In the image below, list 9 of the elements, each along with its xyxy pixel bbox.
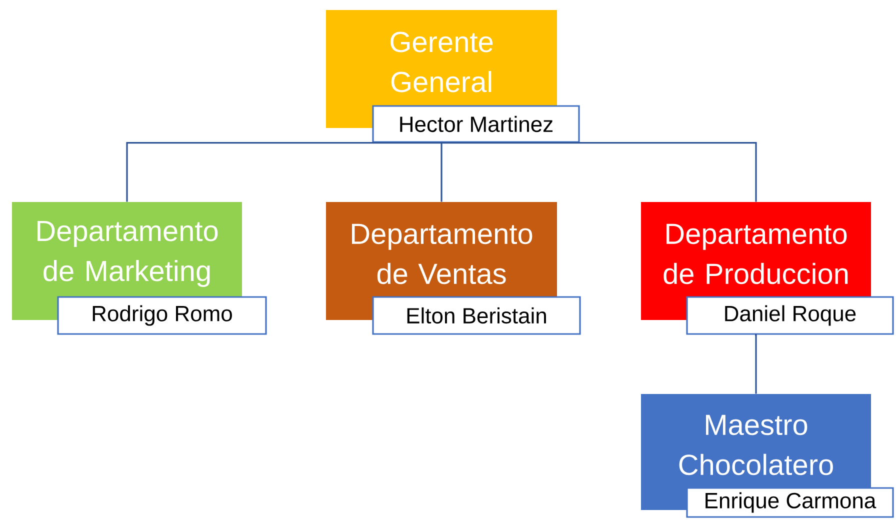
name-box: Rodrigo Romo bbox=[57, 296, 267, 335]
name-box: Enrique Carmona bbox=[686, 487, 894, 518]
connector-line bbox=[126, 142, 441, 202]
connector-line bbox=[754, 334, 757, 394]
connector-line bbox=[441, 142, 757, 202]
name-box: Elton Beristain bbox=[372, 296, 581, 335]
name-box: Daniel Roque bbox=[686, 296, 894, 335]
connector-line bbox=[440, 142, 442, 202]
name-box: Hector Martinez bbox=[372, 105, 580, 143]
